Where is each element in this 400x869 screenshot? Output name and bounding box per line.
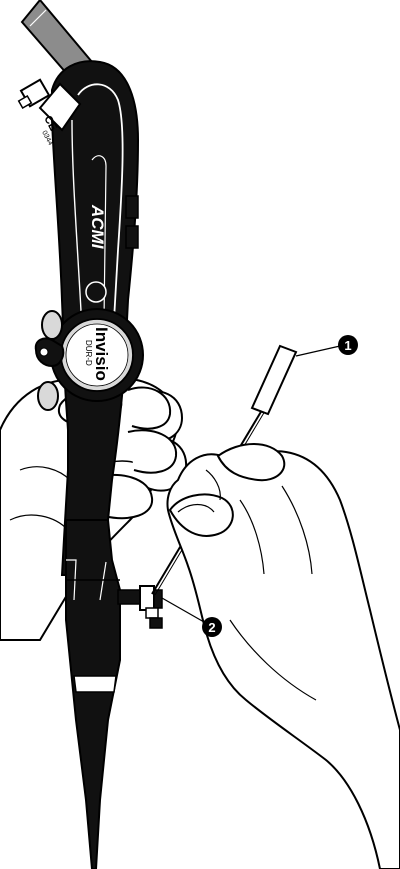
callout-1-number: 1: [344, 338, 351, 353]
callout-2: 2: [202, 617, 222, 637]
insertion-section: [66, 520, 120, 869]
model-sub-label: DUR-D: [84, 340, 93, 366]
control-knob: Invisio DUR-D: [51, 309, 143, 401]
right-hand: [167, 444, 400, 869]
brand-label: ACMI: [88, 204, 107, 250]
working-channel-port: [118, 586, 162, 628]
callout-2-number: 2: [208, 620, 215, 635]
model-label: Invisio: [92, 327, 111, 381]
callout-1: 1: [338, 335, 358, 355]
